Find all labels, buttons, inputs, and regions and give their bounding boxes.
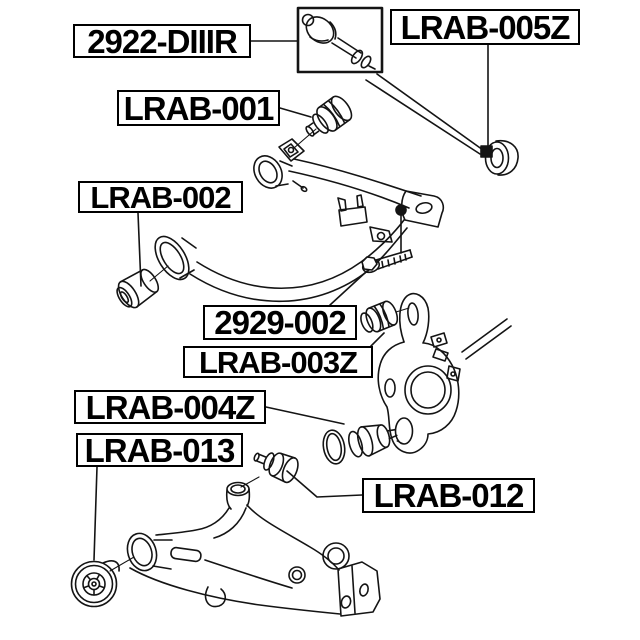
bushing-assembly-004z [321, 418, 404, 465]
lateral-rod [366, 74, 483, 154]
ball-stud [303, 15, 314, 26]
part-label-lrab-012: LRAB-012 [362, 478, 535, 513]
lower-control-arm [123, 483, 380, 617]
cv-joint-boxed [298, 8, 382, 72]
hub-bore [405, 366, 451, 414]
part-label-2929-002: 2929-002 [203, 305, 357, 340]
part-label-lrab-003z: LRAB-003Z [183, 346, 373, 378]
leader-lrab-012 [287, 471, 362, 497]
lower-bore [396, 418, 413, 444]
leader-lines [94, 41, 488, 560]
part-label-lrab-001: LRAB-001 [117, 90, 280, 126]
bushing-012 [241, 444, 301, 487]
rod-bushing-005z [481, 141, 518, 175]
o-ring [321, 428, 348, 465]
upper-control-arm [148, 139, 443, 301]
leader-lrab-013 [94, 467, 97, 560]
bushing-013 [72, 557, 135, 607]
horizontal-socket [123, 530, 161, 575]
leader-lrab-004z [266, 407, 344, 424]
part-label-lrab-002: LRAB-002 [78, 181, 243, 213]
part-label-2922-diiir: 2922-DIIIR [73, 24, 251, 58]
bolt-location-dot [396, 205, 406, 215]
part-label-lrab-013: LRAB-013 [76, 433, 243, 467]
bushing-003z [358, 299, 409, 336]
bushing-002 [112, 265, 168, 312]
bolt-2929 [361, 250, 412, 275]
steering-knuckle [378, 294, 511, 453]
leader-lrab-003z [371, 333, 384, 346]
part-label-lrab-005z: LRAB-005Z [390, 9, 580, 45]
bushing-001 [294, 93, 355, 148]
leader-lrab-001 [280, 108, 311, 117]
part-label-lrab-004z: LRAB-004Z [74, 390, 266, 424]
